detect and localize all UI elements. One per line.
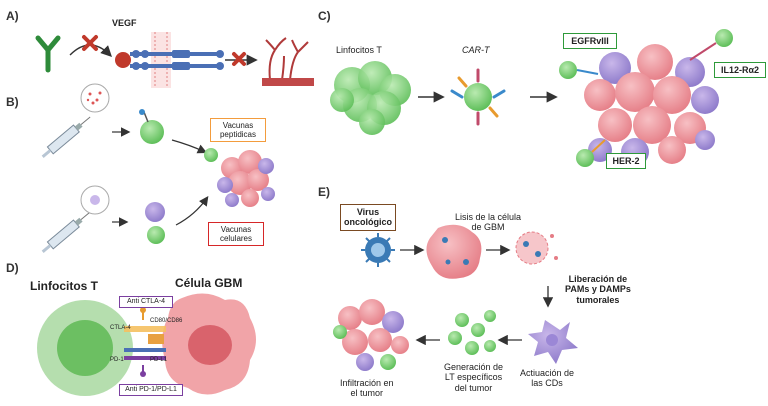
egfrviii-box: EGFRvIII [563,33,617,50]
lysed-cell [515,231,558,265]
t-cell-b1 [140,120,164,144]
block-x-icon-2 [232,52,246,66]
infected-gbm-cell [426,224,482,279]
panel-label-e: E) [318,185,330,199]
t-cell-b2 [204,148,218,162]
her2-box: HER-2 [606,153,646,170]
syringe-icon-2 [41,211,91,253]
generacion-line1: Generación de [444,362,504,372]
virus-line1: Virus [356,207,380,217]
panel-label-a: A) [6,9,19,23]
vacunas-peptidicas-line2: peptidicas [219,130,257,140]
lisis-label: Lisis de la célula de GBM [455,212,521,233]
peptide-dots [86,91,102,105]
car-t-il13 [715,29,733,47]
vacunas-celulares-line2: celulares [219,234,252,244]
vegf-ligand-icon [115,52,131,68]
panel-label-c: C) [318,9,331,23]
pd1-label: PD-1 [110,357,124,363]
anti-pd1-box: Anti PD-1/PD-L1 [119,384,183,397]
tumor-cluster-c [584,44,719,166]
liberacion-line1: Liberación de [568,274,628,284]
virus-line2: oncológico [344,217,392,228]
il13-box: IL12-Rα2 [714,62,766,79]
vacunas-celulares-line1: Vacunas [220,225,252,234]
infiltracion-line1: Infiltración en [340,378,394,388]
blood-vessel-icon [262,37,312,81]
liberacion-line3: tumorales [576,294,620,305]
generacion-line2: LT específicos [444,372,503,383]
infiltracion-label: Infiltración en el tumor [340,378,394,399]
vegf-receptor-icon [130,50,224,70]
cd80-label: CD80/CD86 [150,318,183,324]
vacunas-peptidicas-line1: Vacunas [222,121,254,130]
anti-ctla4-box: Anti CTLA-4 [119,296,173,309]
panel-c [330,29,733,167]
generacion-line3: del tumor [454,382,493,393]
car-t-label: CAR-T [462,45,490,55]
linfocitos-t-label-d: Linfocitos T [30,279,98,293]
specific-t-cells [448,310,496,355]
virus-icon [361,233,395,267]
pdl1-label: PD-L1 [150,357,168,363]
dendritic-cell-e [528,320,578,364]
car-t-her2 [576,149,594,167]
lisis-line2: de GBM [471,222,505,233]
vegf-label: VEGF [112,18,137,28]
virus-box: Virus oncológico [340,204,396,231]
activacion-label: Actiuación de las CDs [520,368,574,389]
linfocitos-t-label-c: Linfocitos T [336,45,382,55]
block-x-icon [82,35,98,51]
generacion-label: Generación de LT específicos del tumor [444,362,503,393]
panel-a [35,32,314,88]
infiltrated-tumor [333,299,409,371]
ctla4-label: CTLA-4 [110,325,131,331]
panel-label-d: D) [6,261,19,275]
dendritic-cell-b [145,202,165,222]
t-cell-cluster [330,61,411,135]
panel-e [333,224,578,371]
tumor-cluster-b [217,150,275,207]
antibody-icon [35,35,61,73]
car-t-cell [464,83,492,111]
panel-d [37,293,256,396]
activacion-line1: Actiuación de [520,368,575,378]
panel-b [41,83,275,253]
liberacion-label: Liberación de PAMs y DAMPs tumorales [565,274,631,305]
t-lymphocyte-nucleus [57,320,113,376]
car-t-egfr [559,61,577,79]
peptide-bubble [80,83,110,113]
arrow-a1 [69,44,112,57]
syringe-icon-1 [41,116,91,158]
t-cell-b3 [147,226,165,244]
panel-label-b: B) [6,95,19,109]
lisis-line1: Lisis de la célula [455,212,522,222]
vacunas-celulares-box: Vacunas celulares [208,222,264,247]
membrane [151,32,171,88]
gbm-nucleus [188,325,232,365]
infiltracion-line2: el tumor [350,388,384,399]
arrow-b2 [171,139,208,154]
activacion-line2: las CDs [531,378,563,389]
celula-gbm-label: Célula GBM [175,276,243,290]
vacunas-peptidicas-box: Vacunas peptidicas [210,118,266,143]
liberacion-line2: PAMs y DAMPs [565,284,631,295]
arrow-b4 [175,196,209,226]
